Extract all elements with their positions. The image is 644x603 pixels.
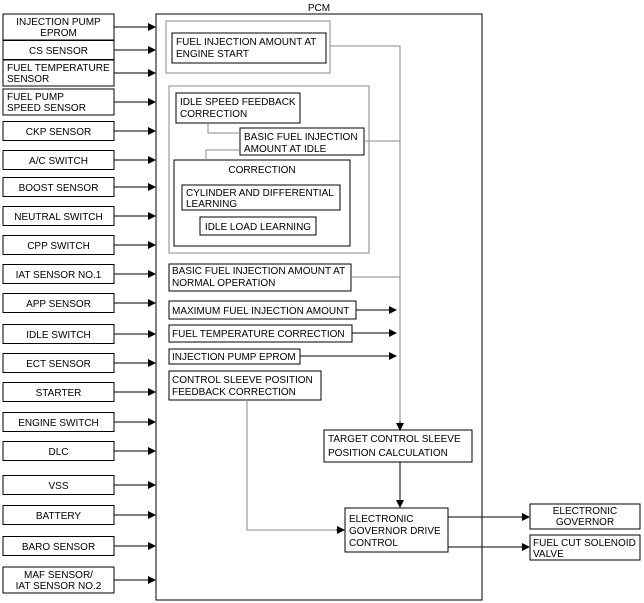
max-amount-label: MAXIMUM FUEL INJECTION AMOUNT <box>172 306 349 317</box>
governor-drive-line-2: GOVERNOR DRIVE <box>349 526 441 537</box>
engine-start-line-1: FUEL INJECTION AMOUNT AT <box>176 37 316 48</box>
cylinder-learning-line-2: LEARNING <box>186 199 237 210</box>
input-label-3-0: FUEL PUMP <box>7 92 64 103</box>
input-box-3 <box>2 88 115 116</box>
sleeve-feedback-line-1: CONTROL SLEEVE POSITION <box>172 375 313 386</box>
cylinder-learning-line-1: CYLINDER AND DIFFERENTIAL <box>186 188 334 199</box>
basic-normal-line-2: NORMAL OPERATION <box>172 278 275 289</box>
correction-title: CORRECTION <box>228 165 295 176</box>
pcm-label: PCM <box>308 3 330 14</box>
basic-idle-amount-block <box>239 127 365 156</box>
governor-drive-line-1: ELECTRONIC <box>349 514 413 525</box>
input-label-7-0: NEUTRAL SWITCH <box>14 212 103 223</box>
output-electronic-governor <box>529 503 641 530</box>
basic-idle-line-1: BASIC FUEL INJECTION <box>244 132 358 143</box>
summing-bus-line <box>330 45 401 423</box>
input-label-8-0: CPP SWITCH <box>27 241 90 252</box>
input-box-19 <box>2 566 115 594</box>
input-label-14-0: ENGINE SWITCH <box>18 418 99 429</box>
sleeve-feedback-line-2: FEEDBACK CORRECTION <box>172 387 296 398</box>
target-calc-line-2: POSITION CALCULATION <box>328 448 448 459</box>
idle-feedback-to-basic-line <box>207 123 240 134</box>
idle-load-learning-label: IDLE LOAD LEARNING <box>205 222 311 233</box>
output-electronic-governor-line-1: ELECTRONIC <box>553 506 617 517</box>
sleeve-feedback-block <box>168 370 322 401</box>
correction-to-basic-line <box>205 149 240 160</box>
input-label-19-0: MAF SENSOR/ <box>24 570 93 581</box>
basic-idle-line-2: AMOUNT AT IDLE <box>244 144 327 155</box>
input-label-2-1: SENSOR <box>7 74 49 85</box>
input-label-1-0: CS SENSOR <box>29 46 88 57</box>
input-label-18-0: BARO SENSOR <box>22 542 95 553</box>
cylinder-learning-block <box>181 184 341 211</box>
input-label-12-0: ECT SENSOR <box>26 359 91 370</box>
input-label-10-0: APP SENSOR <box>26 299 91 310</box>
input-label-13-0: STARTER <box>36 388 82 399</box>
input-label-3-1: SPEED SENSOR <box>7 103 86 114</box>
input-label-2-0: FUEL TEMPERATURE <box>7 63 110 74</box>
output-fuel-cut-solenoid <box>529 534 641 561</box>
output-fuel-cut-line-2: VALVE <box>533 549 564 560</box>
input-label-16-0: VSS <box>48 481 68 492</box>
fuel-temp-correction-label: FUEL TEMPERATURE CORRECTION <box>172 329 345 340</box>
idle-speed-feedback-block <box>175 92 301 124</box>
governor-drive-line-3: CONTROL <box>349 538 398 549</box>
idle-speed-feedback-line-2: CORRECTION <box>180 109 247 120</box>
pump-eprom-label: INJECTION PUMP EPROM <box>172 352 296 363</box>
input-label-5-0: A/C SWITCH <box>29 156 88 167</box>
engine-start-amount-block <box>171 32 327 64</box>
input-label-17-0: BATTERY <box>36 511 82 522</box>
output-fuel-cut-line-1: FUEL CUT SOLENOID <box>533 538 636 549</box>
idle-speed-feedback-line-1: IDLE SPEED FEEDBACK <box>180 97 296 108</box>
output-electronic-governor-line-2: GOVERNOR <box>556 517 614 528</box>
input-box-0 <box>2 13 115 41</box>
input-label-0-0: INJECTION PUMP <box>16 17 101 28</box>
engine-start-line-2: ENGINE START <box>176 49 249 60</box>
sleeve-feedback-to-governor-line <box>246 400 337 531</box>
governor-drive-block <box>344 507 449 553</box>
input-label-6-0: BOOST SENSOR <box>19 183 99 194</box>
input-label-4-0: CKP SENSOR <box>26 127 91 138</box>
idle-load-learning-block <box>199 216 317 236</box>
input-label-0-1: EPROM <box>40 28 77 39</box>
input-box-2 <box>2 59 115 87</box>
target-calc-block <box>323 429 473 463</box>
input-label-19-1: IAT SENSOR NO.2 <box>16 581 102 592</box>
target-calc-line-1: TARGET CONTROL SLEEVE <box>328 434 461 445</box>
input-label-11-0: IDLE SWITCH <box>26 330 90 341</box>
basic-normal-amount-block <box>168 263 352 292</box>
basic-normal-line-1: BASIC FUEL INJECTION AMOUNT AT <box>172 266 345 277</box>
input-label-15-0: DLC <box>48 447 68 458</box>
input-label-9-0: IAT SENSOR NO.1 <box>16 270 102 281</box>
